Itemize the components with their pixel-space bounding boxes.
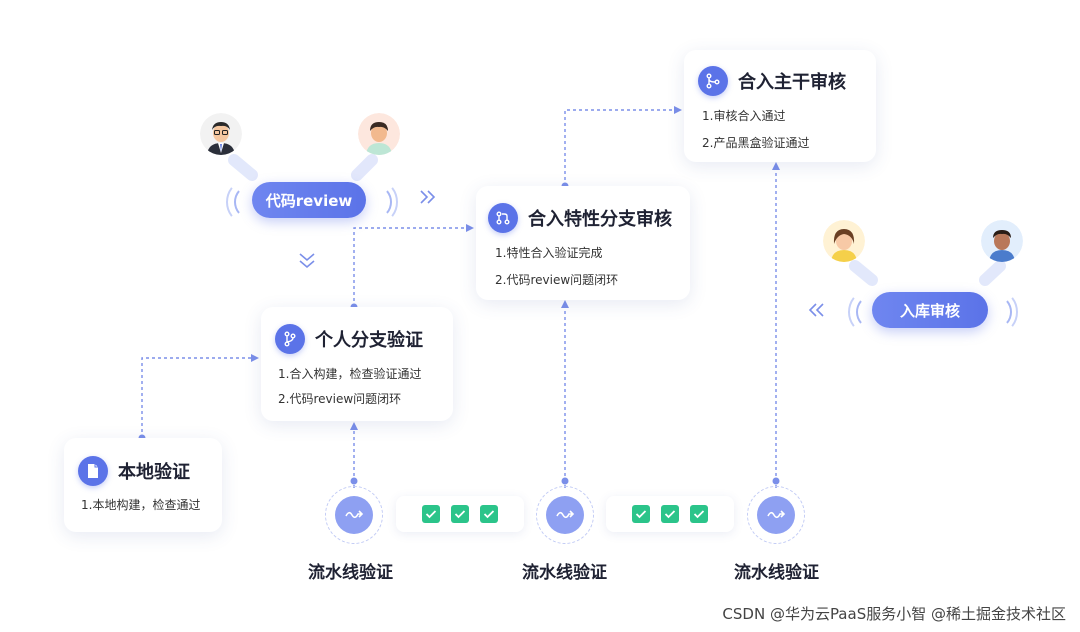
signal-arc-right <box>986 292 1018 332</box>
signal-arc-left <box>234 186 262 218</box>
feature-card-line-2: 2.代码review问题闭环 <box>495 273 619 287</box>
git-pull-request-icon <box>488 203 518 233</box>
personal-branch-card: 个人分支验证 1.合入构建，检查验证通过 2.代码review问题闭环 <box>261 307 453 421</box>
reviewer-avatar-glasses <box>200 113 242 155</box>
pipeline-node-1[interactable] <box>325 486 383 544</box>
feature-branch-card: 合入特性分支审核 1.特性合入验证完成 2.代码review问题闭环 <box>476 186 690 300</box>
pipeline-icon <box>757 496 795 534</box>
pipeline-label-2: 流水线验证 <box>522 563 607 583</box>
document-icon <box>78 456 108 486</box>
watermark: CSDN @华为云PaaS服务小智 @稀土掘金技术社区 <box>722 605 1066 623</box>
feature-card-title: 合入特性分支审核 <box>528 209 672 230</box>
check-icon <box>451 505 469 523</box>
auditor-avatar-female <box>823 220 865 262</box>
local-card-line-1: 1.本地构建，检查通过 <box>81 498 201 512</box>
check-bar-1 <box>396 496 524 532</box>
code-review-label: 代码review <box>265 191 353 210</box>
auditor-avatar-male <box>981 220 1023 262</box>
reviewer-avatar-green <box>358 113 400 155</box>
chevron-left-double-icon <box>808 302 826 322</box>
local-verification-card: 本地验证 1.本地构建，检查通过 <box>64 438 222 532</box>
pipeline-label-3: 流水线验证 <box>734 563 819 583</box>
check-icon <box>690 505 708 523</box>
chevron-down-double-icon <box>298 252 316 274</box>
signal-arc-left <box>856 296 884 328</box>
feature-card-line-1: 1.特性合入验证完成 <box>495 246 603 260</box>
pipeline-icon <box>546 496 584 534</box>
signal-arc-left <box>226 182 258 222</box>
pipeline-icon <box>335 496 373 534</box>
personal-card-title: 个人分支验证 <box>315 330 423 351</box>
code-review-pill[interactable]: 代码review <box>252 182 366 218</box>
trunk-card-line-2: 2.产品黑盒验证通过 <box>702 136 810 150</box>
pipeline-node-3[interactable] <box>747 486 805 544</box>
chevron-right-double-icon <box>419 189 437 209</box>
warehouse-review-pill[interactable]: 入库审核 <box>872 292 988 328</box>
personal-card-line-1: 1.合入构建，检查验证通过 <box>278 367 422 381</box>
trunk-merge-card: 合入主干审核 1.审核合入通过 2.产品黑盒验证通过 <box>684 50 876 162</box>
check-icon <box>422 505 440 523</box>
personal-card-line-2: 2.代码review问题闭环 <box>278 392 402 406</box>
check-bar-2 <box>606 496 734 532</box>
signal-arc-right <box>366 182 398 222</box>
trunk-card-line-1: 1.审核合入通过 <box>702 109 786 123</box>
check-icon <box>480 505 498 523</box>
signal-arc-left <box>848 292 880 332</box>
pipeline-label-1: 流水线验证 <box>308 563 393 583</box>
warehouse-review-label: 入库审核 <box>899 301 960 320</box>
git-merge-icon <box>698 66 728 96</box>
trunk-card-title: 合入主干审核 <box>738 72 846 93</box>
pipeline-node-2[interactable] <box>536 486 594 544</box>
local-card-title: 本地验证 <box>118 462 190 483</box>
check-icon <box>632 505 650 523</box>
git-branch-icon <box>275 324 305 354</box>
check-icon <box>661 505 679 523</box>
